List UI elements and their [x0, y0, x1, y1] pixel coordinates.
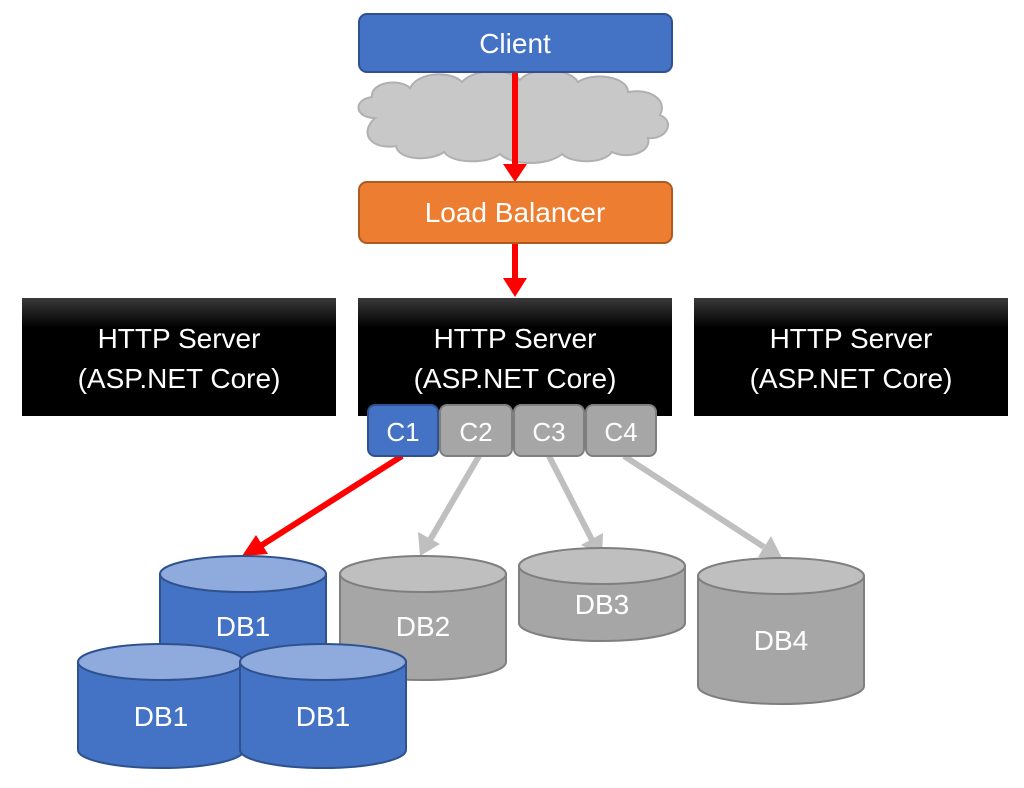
connection-label: C1	[386, 417, 419, 447]
database-label: DB4	[754, 625, 808, 656]
load-balancer-box[interactable]: Load Balancer	[358, 181, 673, 244]
arrow-c2-to-db2	[418, 454, 482, 556]
database-db4[interactable]: DB4	[697, 557, 865, 705]
server-subtitle: (ASP.NET Core)	[78, 363, 281, 394]
server-subtitle: (ASP.NET Core)	[750, 363, 953, 394]
http-server-3[interactable]: HTTP Server (ASP.NET Core)	[694, 298, 1008, 416]
http-server-2[interactable]: HTTP Server (ASP.NET Core)	[358, 298, 672, 416]
http-server-1[interactable]: HTTP Server (ASP.NET Core)	[22, 298, 336, 416]
database-label: DB3	[575, 589, 629, 620]
connection-c4[interactable]: C4	[585, 404, 657, 457]
connection-label: C2	[459, 417, 492, 447]
client-label: Client	[479, 28, 551, 59]
server-title: HTTP Server	[770, 323, 933, 354]
database-db3[interactable]: DB3	[518, 547, 686, 642]
load-balancer-label: Load Balancer	[425, 197, 606, 228]
database-db1-replica-1[interactable]: DB1	[77, 643, 245, 769]
arrow-client-to-lb	[503, 72, 527, 182]
arrow-lb-to-server	[503, 243, 527, 297]
server-title: HTTP Server	[98, 323, 261, 354]
arrow-c1-to-db1	[242, 453, 404, 556]
arrow-c4-to-db4	[622, 453, 782, 558]
connection-c1[interactable]: C1	[367, 404, 439, 457]
connection-label: C4	[604, 417, 637, 447]
database-db1-replica-2[interactable]: DB1	[239, 643, 407, 769]
client-box[interactable]: Client	[358, 13, 673, 73]
database-label: DB2	[396, 611, 450, 642]
database-label: DB1	[134, 701, 188, 732]
database-label: DB1	[296, 701, 350, 732]
server-title: HTTP Server	[434, 323, 597, 354]
connection-c2[interactable]: C2	[439, 404, 513, 457]
connection-c3[interactable]: C3	[513, 404, 585, 457]
server-subtitle: (ASP.NET Core)	[414, 363, 617, 394]
database-label: DB1	[216, 611, 270, 642]
arrow-c3-to-db3	[546, 454, 603, 556]
connection-label: C3	[532, 417, 565, 447]
